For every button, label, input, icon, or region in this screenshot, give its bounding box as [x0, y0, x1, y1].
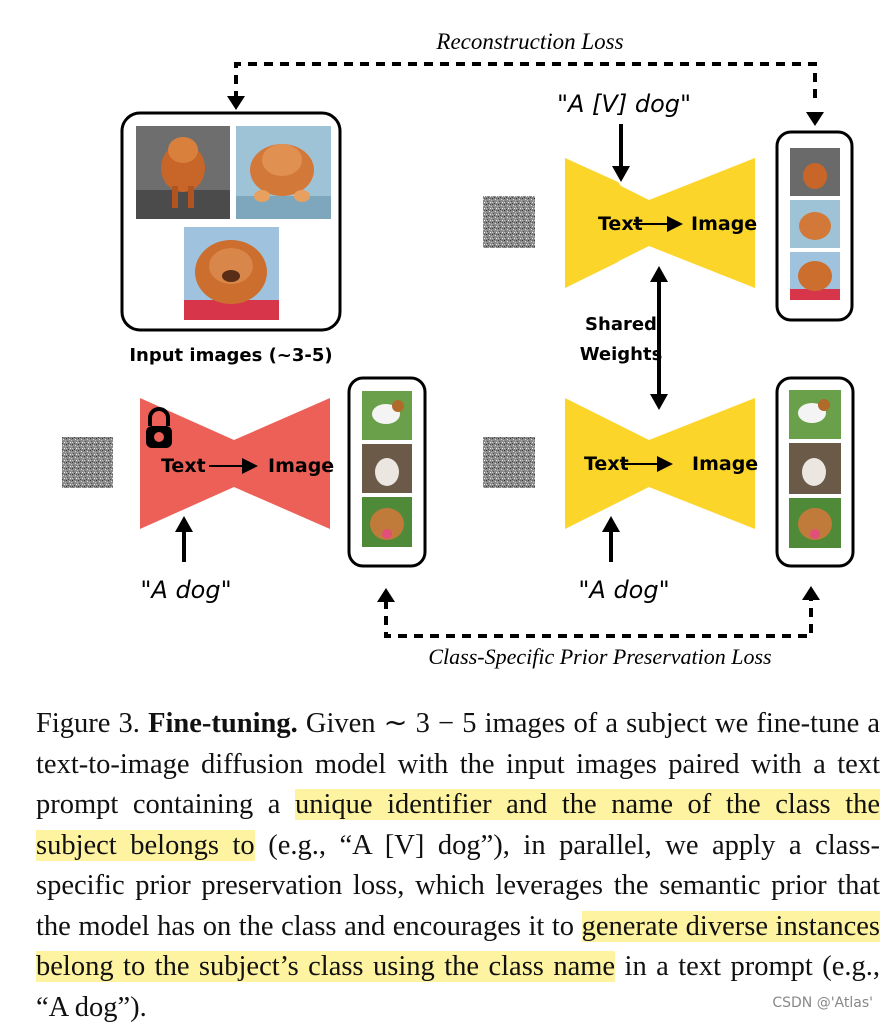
caption-bold-title: Fine-tuning.	[148, 708, 298, 739]
output-photo-top-2	[790, 200, 840, 248]
output-photo-bot-1	[789, 390, 841, 439]
prompt-arrowhead-top	[612, 166, 630, 182]
prior-loss-path	[384, 598, 813, 638]
input-images-label: Input images (~3-5)	[129, 345, 332, 366]
output-photo-mid-3	[362, 497, 412, 547]
finetuning-diagram: Reconstruction Loss Class-Specific Prior…	[62, 29, 855, 669]
frozen-text-label: Text	[161, 455, 206, 477]
reconstruction-loss-path	[234, 62, 817, 102]
input-photo-1	[136, 126, 230, 219]
finetune-bottom-image-label: Image	[692, 453, 758, 475]
caption-label: Figure 3.	[36, 708, 140, 739]
finetune-model-top: Text Image	[565, 158, 757, 288]
shared-weights-line1: Shared	[585, 314, 657, 335]
output-photo-top-1	[790, 148, 840, 196]
shared-arrowhead-down	[650, 394, 668, 410]
finetune-top-text-label: Text	[598, 213, 643, 235]
output-strip-top	[775, 130, 854, 322]
output-photo-bot-2	[789, 443, 841, 494]
finetune-top-image-label: Image	[691, 213, 757, 235]
output-photo-top-3	[790, 252, 840, 300]
finetune-bottom-text-label: Text	[584, 453, 629, 475]
figure-caption: Figure 3. Fine-tuning. Given ∼ 3 − 5 ima…	[36, 704, 881, 1028]
prompt-class-left: "A dog"	[140, 576, 231, 604]
output-strip-bottom	[775, 376, 855, 568]
noise-image-icon	[483, 437, 535, 488]
reconstruction-loss-label: Reconstruction Loss	[435, 29, 623, 54]
lock-icon	[146, 407, 172, 448]
input-images-box	[120, 111, 342, 332]
prompt-arrowhead-bottom-right	[602, 516, 620, 532]
noise-image-icon	[62, 437, 113, 488]
arrowhead-left-top	[227, 96, 245, 110]
watermark: CSDN @'Atlas'	[772, 995, 873, 1011]
caption-part2: (e.g., “A [V] dog”), in parallel, we app…	[36, 829, 880, 942]
finetune-model-bottom: Text Image	[565, 398, 758, 529]
frozen-image-label: Image	[268, 455, 334, 477]
output-photo-mid-1	[362, 391, 412, 440]
shared-weights-line2: Weights	[580, 344, 663, 365]
arrowhead-right-bottom	[802, 586, 820, 600]
prompt-class-right: "A dog"	[578, 576, 669, 604]
prompt-arrowhead-bottom-left	[175, 516, 193, 532]
prompt-identifier: "A [V] dog"	[557, 90, 691, 118]
shared-arrowhead-up	[650, 266, 668, 282]
noise-image-icon	[483, 196, 535, 248]
input-photo-3	[184, 227, 279, 320]
output-photo-mid-2	[362, 444, 412, 493]
output-photo-bot-3	[789, 498, 841, 548]
output-strip-middle	[347, 376, 427, 568]
frozen-model: Text Image	[140, 398, 334, 529]
arrowhead-right-top	[806, 112, 824, 126]
caption-part3: in a text prompt (e.g., “A dog”).	[36, 951, 881, 1023]
caption-part1: Given ∼ 3 − 5 images of a subject we fin…	[36, 708, 881, 820]
prior-loss-label: Class-Specific Prior Preservation Loss	[428, 644, 771, 669]
arrowhead-left-bottom	[377, 588, 395, 602]
input-photo-2	[236, 126, 331, 219]
